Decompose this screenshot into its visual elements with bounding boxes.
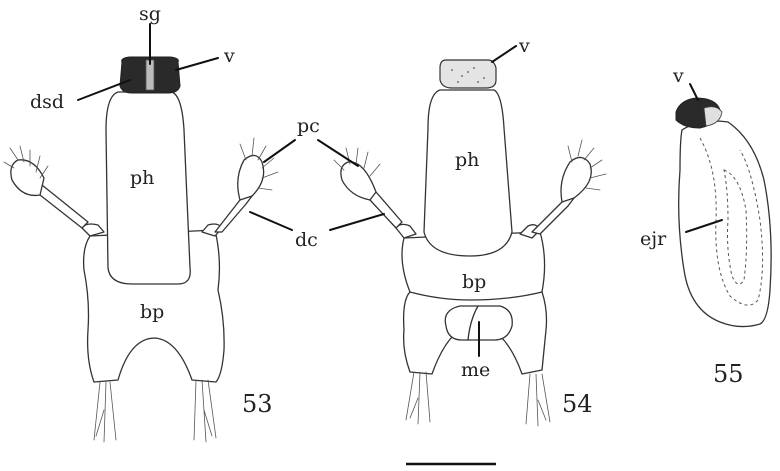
figure-number-54: 54: [562, 390, 593, 418]
paramere-left-53: [82, 224, 104, 236]
label-dc: dc: [295, 229, 318, 251]
pectinate-comb-right-53: [238, 155, 264, 200]
figure-54: v ph bp me 54: [334, 35, 606, 426]
phallus-54: [424, 90, 512, 256]
label-dsd-53: dsd: [30, 91, 64, 113]
pectinate-comb-left-54: [341, 162, 376, 200]
label-bp-53: bp: [140, 301, 164, 323]
label-me-54: me: [461, 359, 490, 381]
label-pc: pc: [297, 115, 320, 137]
figure-number-55: 55: [713, 360, 744, 388]
label-ph-53: ph: [130, 167, 154, 189]
distal-column-right-54: [532, 197, 574, 234]
distal-column-right-53: [215, 195, 252, 232]
label-v-55: v: [672, 65, 684, 87]
paramere-left-54: [396, 224, 416, 238]
figure-53: sg v dsd ph bp 53: [4, 3, 278, 442]
label-ph-54: ph: [455, 149, 479, 171]
phallus-lateral-55: [679, 121, 771, 327]
label-sg-53: sg: [139, 3, 161, 25]
ventral-sclerite-54: [440, 60, 496, 88]
label-v-53: v: [223, 45, 235, 67]
pectinate-comb-right-54: [561, 157, 591, 202]
label-ejr-55: ejr: [640, 228, 667, 250]
label-bp-54: bp: [462, 271, 486, 293]
figure-number-53: 53: [242, 390, 273, 418]
pectinate-comb-left-53: [11, 160, 44, 196]
label-v-54: v: [518, 35, 530, 57]
figure-55: v ejr 55: [640, 65, 771, 388]
